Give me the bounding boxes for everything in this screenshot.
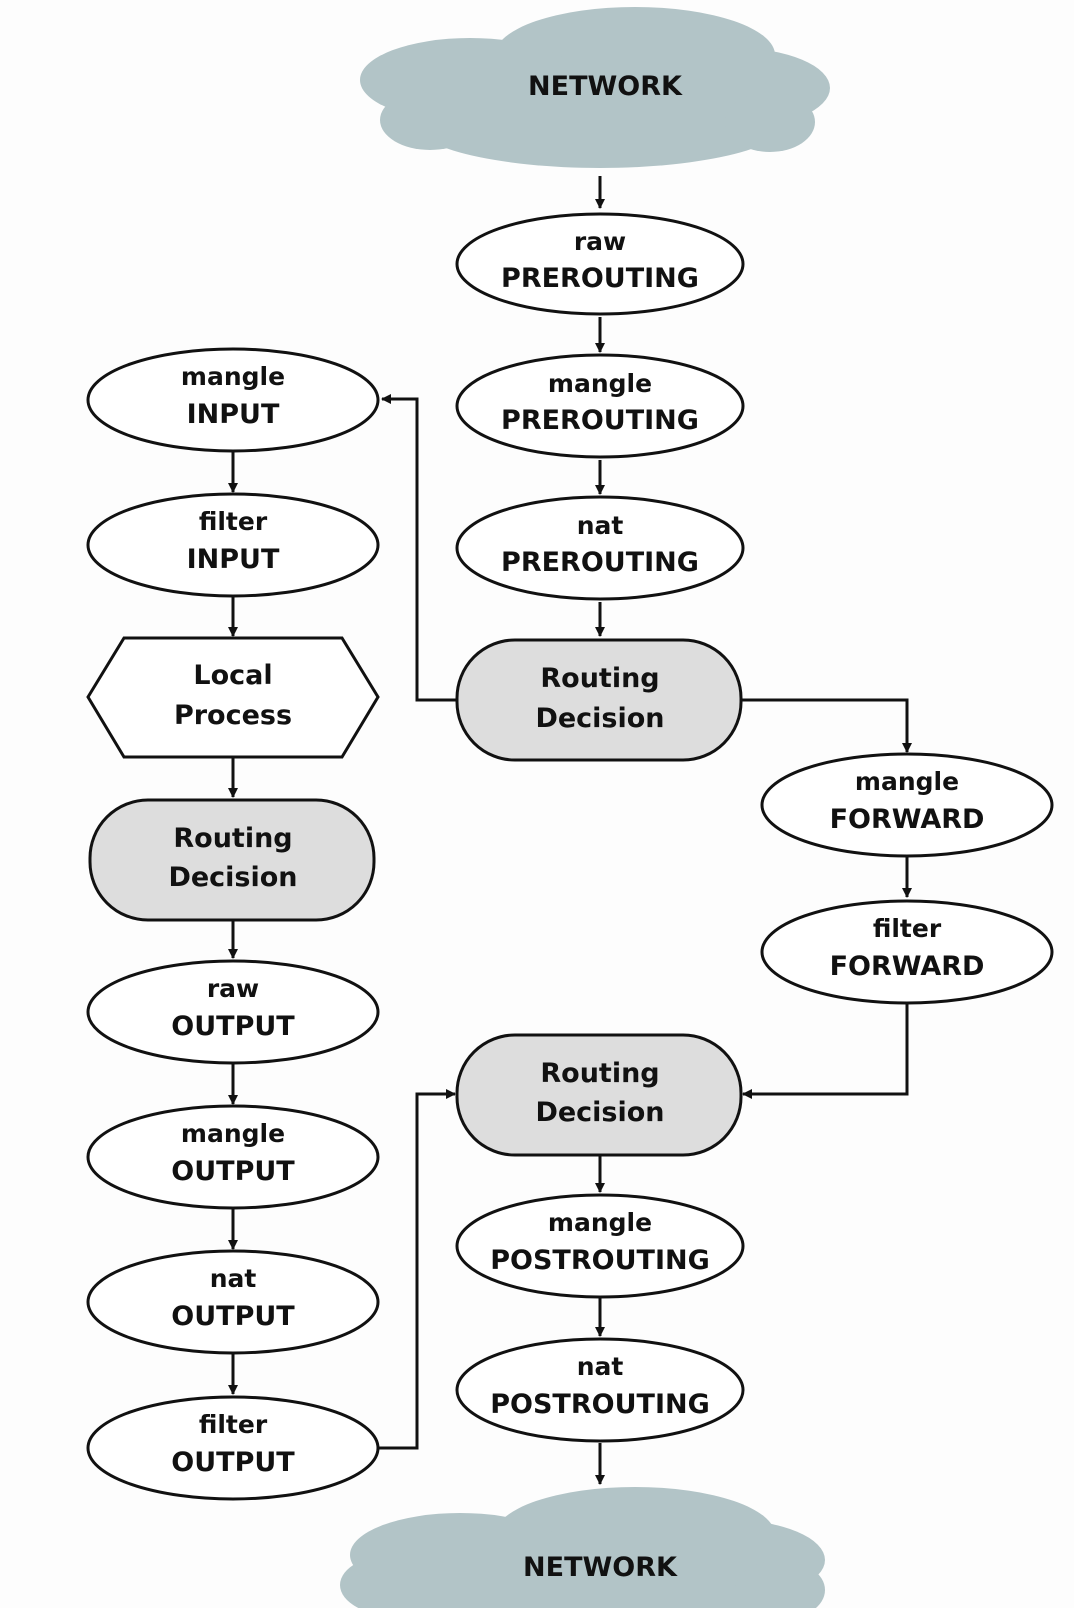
node-table-label: mangle	[548, 1208, 652, 1237]
routing-decision-output: Routing Decision	[88, 798, 376, 922]
filter-output-node: filter OUTPUT	[86, 1395, 380, 1501]
node-chain-label: OUTPUT	[171, 1301, 295, 1332]
network-label-bottom: NETWORK	[523, 1552, 678, 1583]
node-table-label: mangle	[181, 1119, 285, 1148]
mangle-output-node: mangle OUTPUT	[86, 1104, 380, 1210]
node-table-label: filter	[873, 914, 942, 943]
raw-prerouting-node: raw PREROUTING	[455, 212, 745, 316]
node-chain-label: OUTPUT	[171, 1447, 295, 1478]
node-chain-label: FORWARD	[830, 804, 985, 835]
nat-output-node: nat OUTPUT	[86, 1249, 380, 1355]
node-table-label: filter	[199, 507, 268, 536]
edge-routing-decision-to-mangle-forward	[741, 698, 912, 753]
cloud-icon	[340, 1487, 825, 1608]
routing-decision-prerouting: Routing Decision	[455, 638, 743, 762]
node-table-label: mangle	[855, 767, 959, 796]
decision-label-line1: Routing	[173, 823, 292, 854]
node-table-label: raw	[574, 227, 626, 256]
node-chain-label: PREROUTING	[501, 405, 699, 436]
edge-routing-decision-to-mangle-input	[381, 394, 457, 702]
node-chain-label: OUTPUT	[171, 1156, 295, 1187]
node-chain-label: PREROUTING	[501, 263, 699, 294]
decision-label-line2: Decision	[168, 862, 297, 893]
node-chain-label: OUTPUT	[171, 1011, 295, 1042]
node-table-label: raw	[207, 974, 259, 1003]
edge-filter-forward-to-routing-decision	[742, 1003, 909, 1099]
node-chain-label: PREROUTING	[501, 547, 699, 578]
node-chain-label: INPUT	[187, 544, 280, 575]
process-label-line1: Local	[193, 660, 272, 691]
decision-label-line2: Decision	[535, 1097, 664, 1128]
node-chain-label: POSTROUTING	[490, 1245, 710, 1276]
cloud-icon	[360, 7, 830, 168]
edge-filter-output-to-routing-decision	[378, 1089, 456, 1450]
edges	[228, 176, 912, 1485]
decision-label-line1: Routing	[540, 663, 659, 694]
node-chain-label: INPUT	[187, 399, 280, 430]
local-process-node: Local Process	[86, 636, 380, 759]
hexagon-shape	[86, 636, 380, 759]
node-table-label: nat	[577, 511, 624, 540]
network-cloud-top: NETWORK	[360, 7, 830, 168]
decision-label-line2: Decision	[535, 703, 664, 734]
raw-output-node: raw OUTPUT	[86, 959, 380, 1065]
node-table-label: nat	[210, 1264, 257, 1293]
mangle-input-node: mangle INPUT	[86, 347, 380, 453]
nat-prerouting-node: nat PREROUTING	[455, 495, 745, 601]
process-label-line2: Process	[174, 700, 292, 731]
node-chain-label: POSTROUTING	[490, 1389, 710, 1420]
decision-label-line1: Routing	[540, 1058, 659, 1089]
node-table-label: filter	[199, 1410, 268, 1439]
mangle-prerouting-node: mangle PREROUTING	[455, 353, 745, 459]
node-table-label: nat	[577, 1352, 624, 1381]
network-cloud-bottom: NETWORK	[340, 1487, 825, 1608]
node-table-label: mangle	[548, 369, 652, 398]
network-label-top: NETWORK	[528, 71, 683, 102]
node-chain-label: FORWARD	[830, 951, 985, 982]
filter-forward-node: filter FORWARD	[760, 899, 1054, 1005]
mangle-forward-node: mangle FORWARD	[760, 752, 1054, 858]
mangle-postrouting-node: mangle POSTROUTING	[455, 1193, 745, 1299]
nat-postrouting-node: nat POSTROUTING	[455, 1337, 745, 1443]
node-table-label: mangle	[181, 362, 285, 391]
filter-input-node: filter INPUT	[86, 492, 380, 598]
routing-decision-postrouting: Routing Decision	[455, 1033, 743, 1157]
